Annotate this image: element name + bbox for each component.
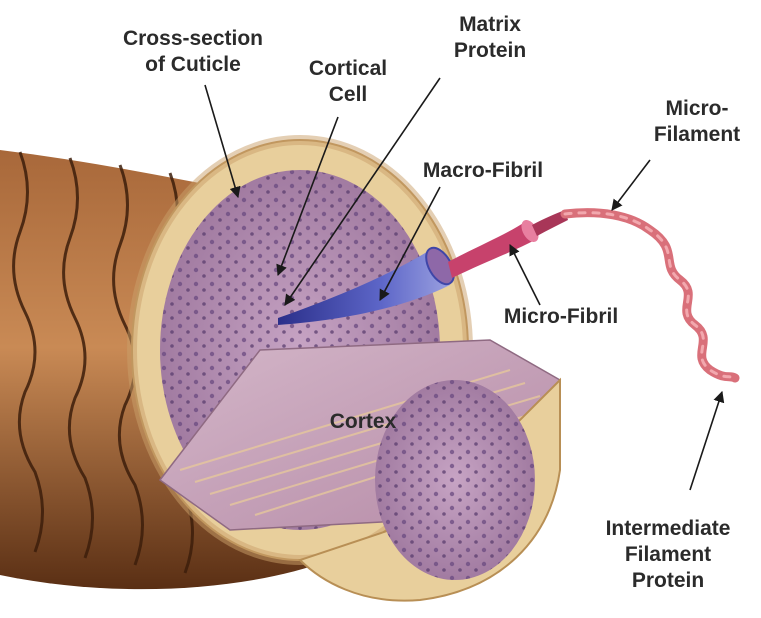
label-line: Cross-section (103, 26, 283, 52)
label-micro-fibril: Micro-Fibril (486, 304, 636, 330)
label-line: Micro- (632, 96, 761, 122)
label-line: Matrix (440, 12, 540, 38)
label-intermediate-filament-protein: Intermediate Filament Protein (575, 516, 761, 594)
arrow-micro-fibril (510, 245, 540, 305)
label-macro-fibril: Macro-Fibril (403, 158, 563, 184)
label-line: Filament (632, 122, 761, 148)
label-line: Protein (440, 38, 540, 64)
arrow-intermediate-filament (690, 392, 722, 490)
label-cortex: Cortex (308, 409, 418, 435)
label-line: Intermediate (575, 516, 761, 542)
label-line: Cortex (308, 409, 418, 435)
label-line: Micro-Fibril (486, 304, 636, 330)
label-micro-filament: Micro- Filament (632, 96, 761, 148)
micro-fibril (448, 210, 568, 278)
label-line: Cortical (288, 56, 408, 82)
label-cross-section-of-cuticle: Cross-section of Cuticle (103, 26, 283, 78)
arrow-micro-filament (612, 160, 650, 210)
label-line: Protein (575, 568, 761, 594)
filament-coil (565, 213, 735, 378)
label-line: of Cuticle (103, 52, 283, 78)
label-matrix-protein: Matrix Protein (440, 12, 540, 64)
label-line: Filament (575, 542, 761, 568)
label-line: Macro-Fibril (403, 158, 563, 184)
label-cortical-cell: Cortical Cell (288, 56, 408, 108)
label-line: Cell (288, 82, 408, 108)
